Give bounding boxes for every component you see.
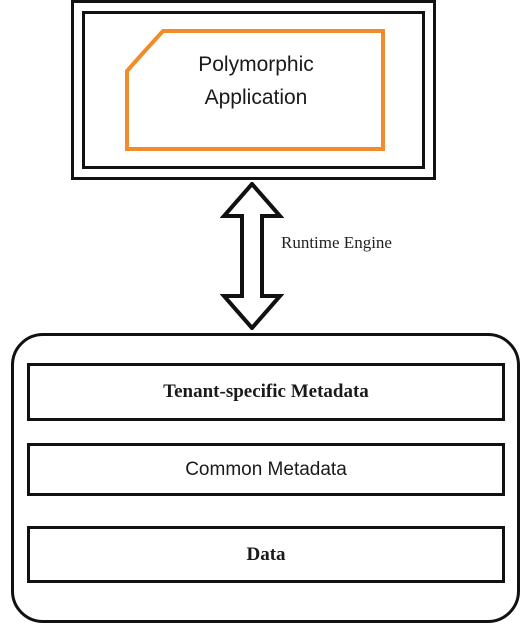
bidirectional-arrow-icon <box>220 182 284 330</box>
tenant-metadata-label: Tenant-specific Metadata <box>163 381 369 402</box>
runtime-engine-label: Runtime Engine <box>281 233 392 252</box>
application-outer-frame: Polymorphic Application <box>71 0 436 180</box>
data-layer: Data <box>27 526 505 583</box>
application-inner-frame: Polymorphic Application <box>82 11 425 169</box>
common-metadata-label: Common Metadata <box>185 458 347 480</box>
data-label: Data <box>246 543 286 565</box>
application-label: Polymorphic Application <box>198 53 314 109</box>
application-node-shape <box>125 29 385 151</box>
common-metadata-layer: Common Metadata <box>27 443 505 496</box>
tenant-metadata-layer: Tenant-specific Metadata <box>27 363 505 421</box>
